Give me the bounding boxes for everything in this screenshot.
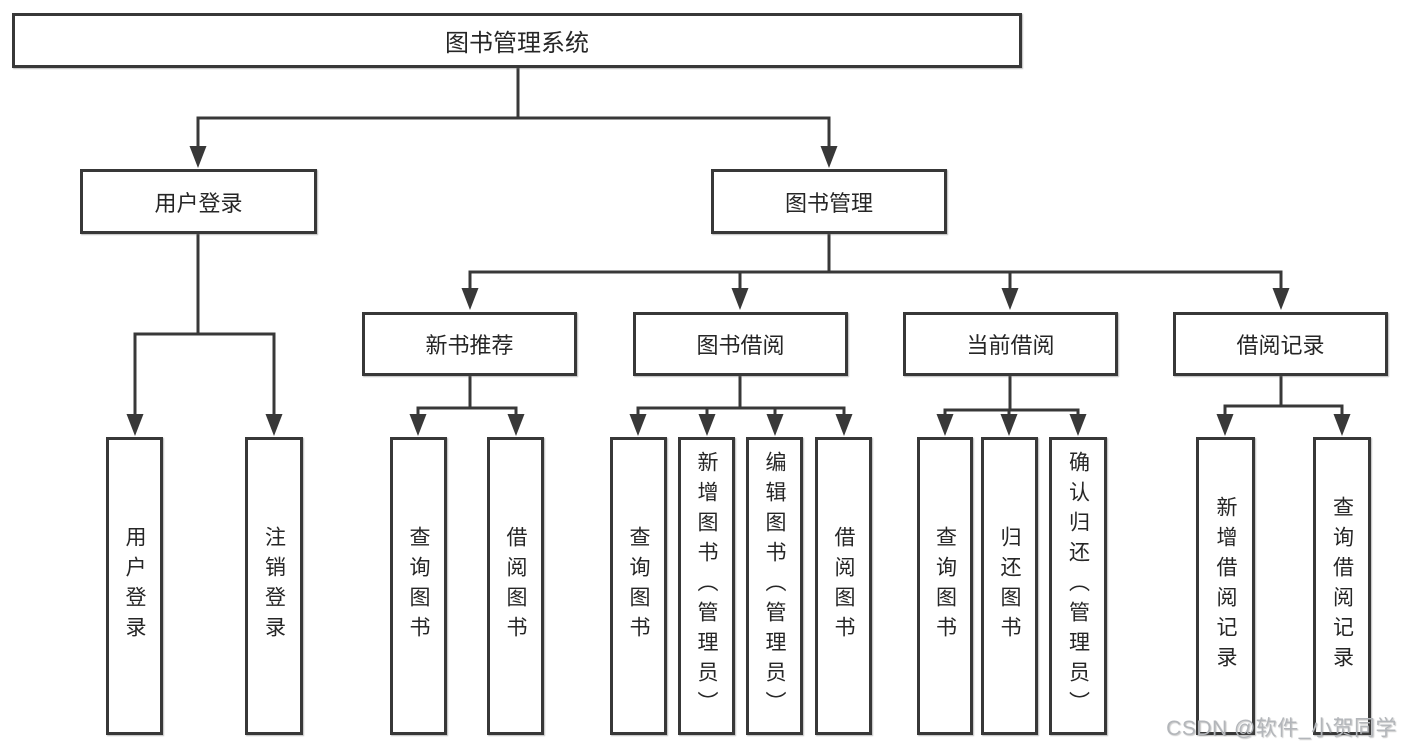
csdn-watermark: CSDN @软件_小贺同学: [1166, 717, 1397, 740]
leaf-query-books-current: 查询图书: [917, 437, 973, 735]
leaf-query-borrow-record-label: 查询借阅记录: [1330, 496, 1354, 676]
node-borrow-records-label: 借阅记录: [1236, 333, 1325, 358]
leaf-user-login-label: 用户登录: [123, 526, 146, 646]
leaf-borrow-books-recommend: 借阅图书: [487, 437, 544, 735]
leaf-query-books-recommend-label: 查询图书: [407, 526, 430, 646]
arrowhead: [1216, 414, 1234, 436]
arrowhead: [1000, 414, 1018, 436]
node-current-borrow-label: 当前借阅: [966, 333, 1055, 358]
arrowhead: [507, 414, 525, 436]
leaf-return-books: 归还图书: [981, 437, 1038, 735]
arrowhead: [766, 414, 784, 436]
arrowhead: [936, 414, 954, 436]
leaf-user-login: 用户登录: [106, 437, 163, 735]
arrowhead: [629, 414, 647, 436]
node-borrow-records: 借阅记录: [1173, 312, 1388, 376]
node-book-management-label: 图书管理: [784, 190, 873, 216]
leaf-confirm-return-admin: 确认归还（管理员）: [1049, 437, 1107, 735]
leaf-add-books-admin-label: 新增图书（管理员）: [695, 451, 718, 721]
node-root: 图书管理系统: [12, 13, 1022, 68]
arrowheads: [126, 146, 1351, 436]
arrowhead: [265, 414, 283, 436]
arrowhead: [835, 414, 853, 436]
node-book-management: 图书管理: [711, 169, 947, 234]
leaf-query-books-current-label: 查询图书: [933, 526, 957, 646]
arrowhead: [1333, 414, 1351, 436]
arrowhead: [731, 288, 749, 310]
node-user-login: 用户登录: [80, 169, 317, 234]
arrowhead: [1069, 414, 1087, 436]
node-book-borrow: 图书借阅: [633, 312, 848, 376]
node-current-borrow: 当前借阅: [903, 312, 1118, 376]
node-book-borrow-label: 图书借阅: [696, 333, 785, 358]
arrowhead: [189, 146, 207, 168]
leaf-add-borrow-record: 新增借阅记录: [1196, 437, 1255, 735]
leaf-return-books-label: 归还图书: [998, 526, 1021, 646]
leaf-add-borrow-record-label: 新增借阅记录: [1214, 496, 1237, 676]
leaf-query-books-recommend: 查询图书: [390, 437, 447, 735]
leaf-add-books-admin: 新增图书（管理员）: [678, 437, 735, 735]
leaf-edit-books-admin-label: 编辑图书（管理员）: [763, 451, 786, 721]
node-root-label: 图书管理系统: [445, 30, 589, 57]
leaf-logout-label: 注销登录: [262, 526, 286, 646]
leaf-logout: 注销登录: [245, 437, 303, 735]
leaf-query-books-borrow-label: 查询图书: [627, 526, 650, 646]
leaf-query-borrow-record: 查询借阅记录: [1313, 437, 1371, 735]
arrowhead: [409, 414, 427, 436]
leaf-query-books-borrow: 查询图书: [610, 437, 667, 735]
node-new-book-recommend-label: 新书推荐: [425, 333, 514, 358]
leaf-borrow-books: 借阅图书: [815, 437, 872, 735]
node-new-book-recommend: 新书推荐: [362, 312, 577, 376]
arrowhead: [461, 288, 479, 310]
arrowhead: [126, 414, 144, 436]
arrowhead: [1001, 288, 1019, 310]
arrowhead: [698, 414, 716, 436]
arrowhead: [1272, 288, 1290, 310]
leaf-confirm-return-admin-label: 确认归还（管理员）: [1066, 451, 1090, 721]
leaf-edit-books-admin: 编辑图书（管理员）: [746, 437, 803, 735]
arrowhead: [820, 146, 838, 168]
leaf-borrow-books-recommend-label: 借阅图书: [504, 526, 527, 646]
leaf-borrow-books-label: 借阅图书: [832, 526, 855, 646]
node-user-login-label: 用户登录: [154, 190, 243, 216]
